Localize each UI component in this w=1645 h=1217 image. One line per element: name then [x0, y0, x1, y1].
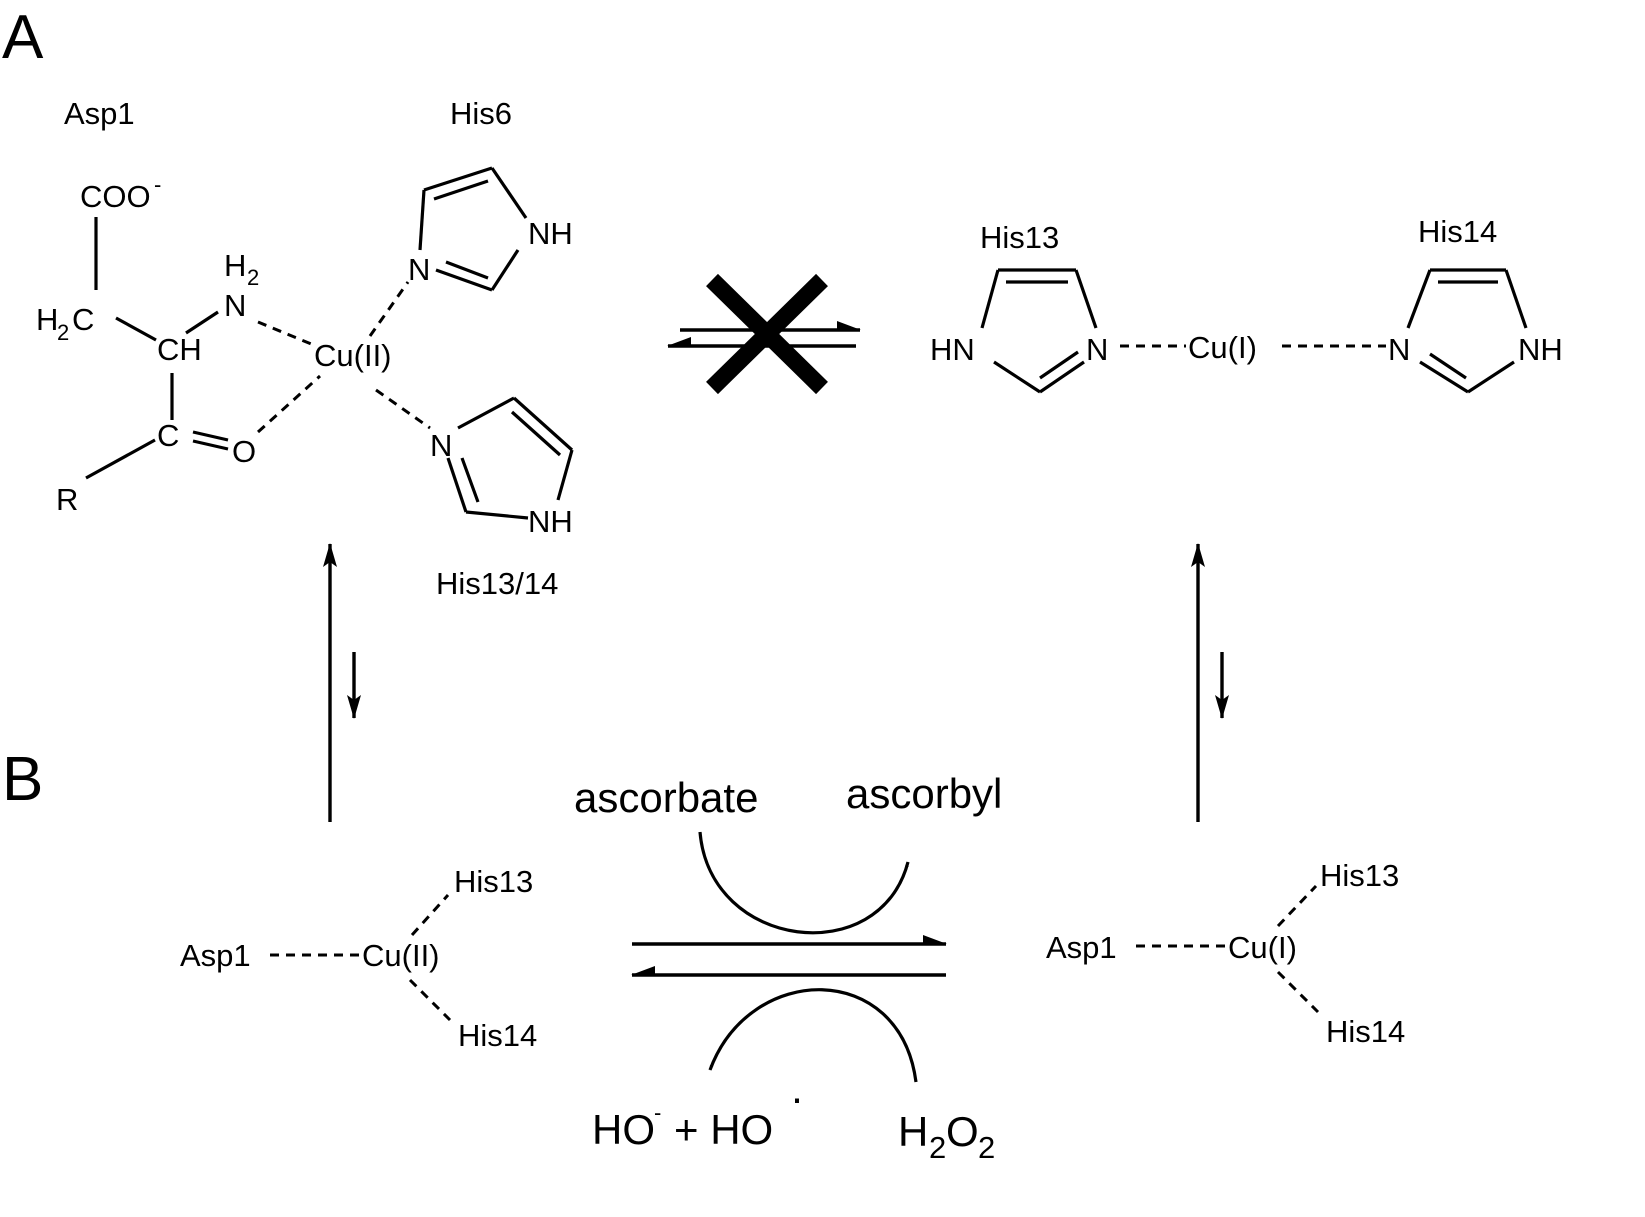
coord-o-cu: [256, 374, 322, 434]
bond-c-o-1: [192, 430, 229, 442]
cu1-scheme-his14-bond: [1276, 970, 1320, 1014]
peroxide-sub-2: 2: [978, 1130, 995, 1165]
carboxylate-charge: -: [154, 172, 161, 197]
cu2-scheme-his14: His14: [458, 1018, 537, 1053]
bond-c-r: [85, 438, 156, 480]
blocked-equilibrium: [667, 273, 861, 395]
coord-n-cu: [257, 320, 317, 348]
hydroxide-charge: -: [654, 1100, 661, 1125]
redox-equilibrium: ascorbate ascorbyl HO - + HO · H 2 O 2: [574, 770, 1002, 1165]
cu2-scheme-his14-bond: [408, 978, 452, 1022]
panel-label-b: B: [2, 745, 43, 814]
his14-label: His14: [1418, 214, 1497, 249]
cu1-scheme-asp1: Asp1: [1046, 930, 1117, 965]
hydroxide-ho: HO: [592, 1106, 655, 1153]
cu2-center: Cu(II): [314, 338, 392, 373]
cu1-scheme-his13-bond: [1276, 884, 1318, 928]
cu1-scheme-his13: His13: [1320, 858, 1399, 893]
carboxylate-label: COO: [80, 179, 151, 214]
ascorbate-curved-arrow: [698, 831, 910, 935]
left-vertical-equilibrium: [323, 543, 361, 822]
panel-label-a: A: [2, 3, 44, 72]
his14-n: N: [1388, 332, 1410, 367]
alpha-carbon-label: CH: [157, 332, 202, 367]
methylene-h: H: [36, 302, 58, 337]
his14-nh: NH: [1518, 332, 1563, 367]
ascorbyl-label: ascorbyl: [846, 770, 1002, 817]
ascorbate-label: ascorbate: [574, 774, 758, 821]
methylene-subscript: 2: [57, 320, 69, 345]
cu1-scheme-cu: Cu(I): [1228, 930, 1297, 965]
peroxide-sub-1: 2: [929, 1130, 946, 1165]
his1314-label: His13/14: [436, 566, 558, 601]
his13-hn: HN: [930, 332, 975, 367]
bond-ch-nh2: [185, 310, 219, 335]
his6-label: His6: [450, 96, 512, 131]
his6-imidazole-ring: [418, 166, 528, 292]
cu1-scheme: Asp1 Cu(I) His13 His14: [1046, 858, 1405, 1049]
his1314-n: N: [430, 428, 452, 463]
peroxide-h: H: [898, 1108, 928, 1155]
cu1-complex-structure: His13 His14 HN N Cu(I) N NH: [930, 214, 1563, 394]
his13-label: His13: [980, 220, 1059, 255]
coord-his6-cu: [368, 281, 410, 337]
cu2-scheme-asp1: Asp1: [180, 938, 251, 973]
cu1-scheme-his14: His14: [1326, 1014, 1405, 1049]
his13-imidazole-ring: [980, 268, 1098, 394]
his13-n: N: [1086, 332, 1108, 367]
asp1-label: Asp1: [64, 96, 135, 131]
cu2-scheme-his13: His13: [454, 864, 533, 899]
his1314-imidazole-ring: [446, 396, 574, 520]
cu2-scheme: Asp1 Cu(II) His13 His14: [180, 864, 537, 1053]
right-vertical-equilibrium: [1191, 543, 1229, 822]
his14-imidazole-ring: [1406, 268, 1528, 394]
amine-n: N: [224, 288, 246, 323]
carbonyl-c: C: [157, 418, 179, 453]
peroxide-curved-arrow: [708, 988, 918, 1083]
cu2-scheme-cu: Cu(II): [362, 938, 440, 973]
bond-c-o-2: [192, 439, 229, 451]
hydroxyl-radical: + HO: [674, 1106, 773, 1153]
cross-x-stroke-2: [706, 273, 828, 395]
radical-dot: ·: [790, 1074, 804, 1121]
methylene-c: C: [72, 302, 94, 337]
his6-n: N: [408, 252, 430, 287]
bond-ch2-ch: [115, 316, 157, 342]
his1314-nh: NH: [528, 504, 573, 539]
his6-nh: NH: [528, 216, 573, 251]
peroxide-o: O: [946, 1108, 979, 1155]
cu1-center: Cu(I): [1188, 330, 1257, 365]
coord-his1314-cu: [375, 388, 431, 430]
carbonyl-o: O: [232, 434, 256, 469]
amine-h: H: [224, 248, 246, 283]
amine-subscript: 2: [247, 265, 259, 290]
cu2-scheme-his13-bond: [410, 893, 450, 937]
r-group: R: [56, 482, 78, 517]
cu2-complex-structure: Asp1 COO - H 2 C CH H 2 N C O R Cu(II) H…: [36, 96, 574, 601]
